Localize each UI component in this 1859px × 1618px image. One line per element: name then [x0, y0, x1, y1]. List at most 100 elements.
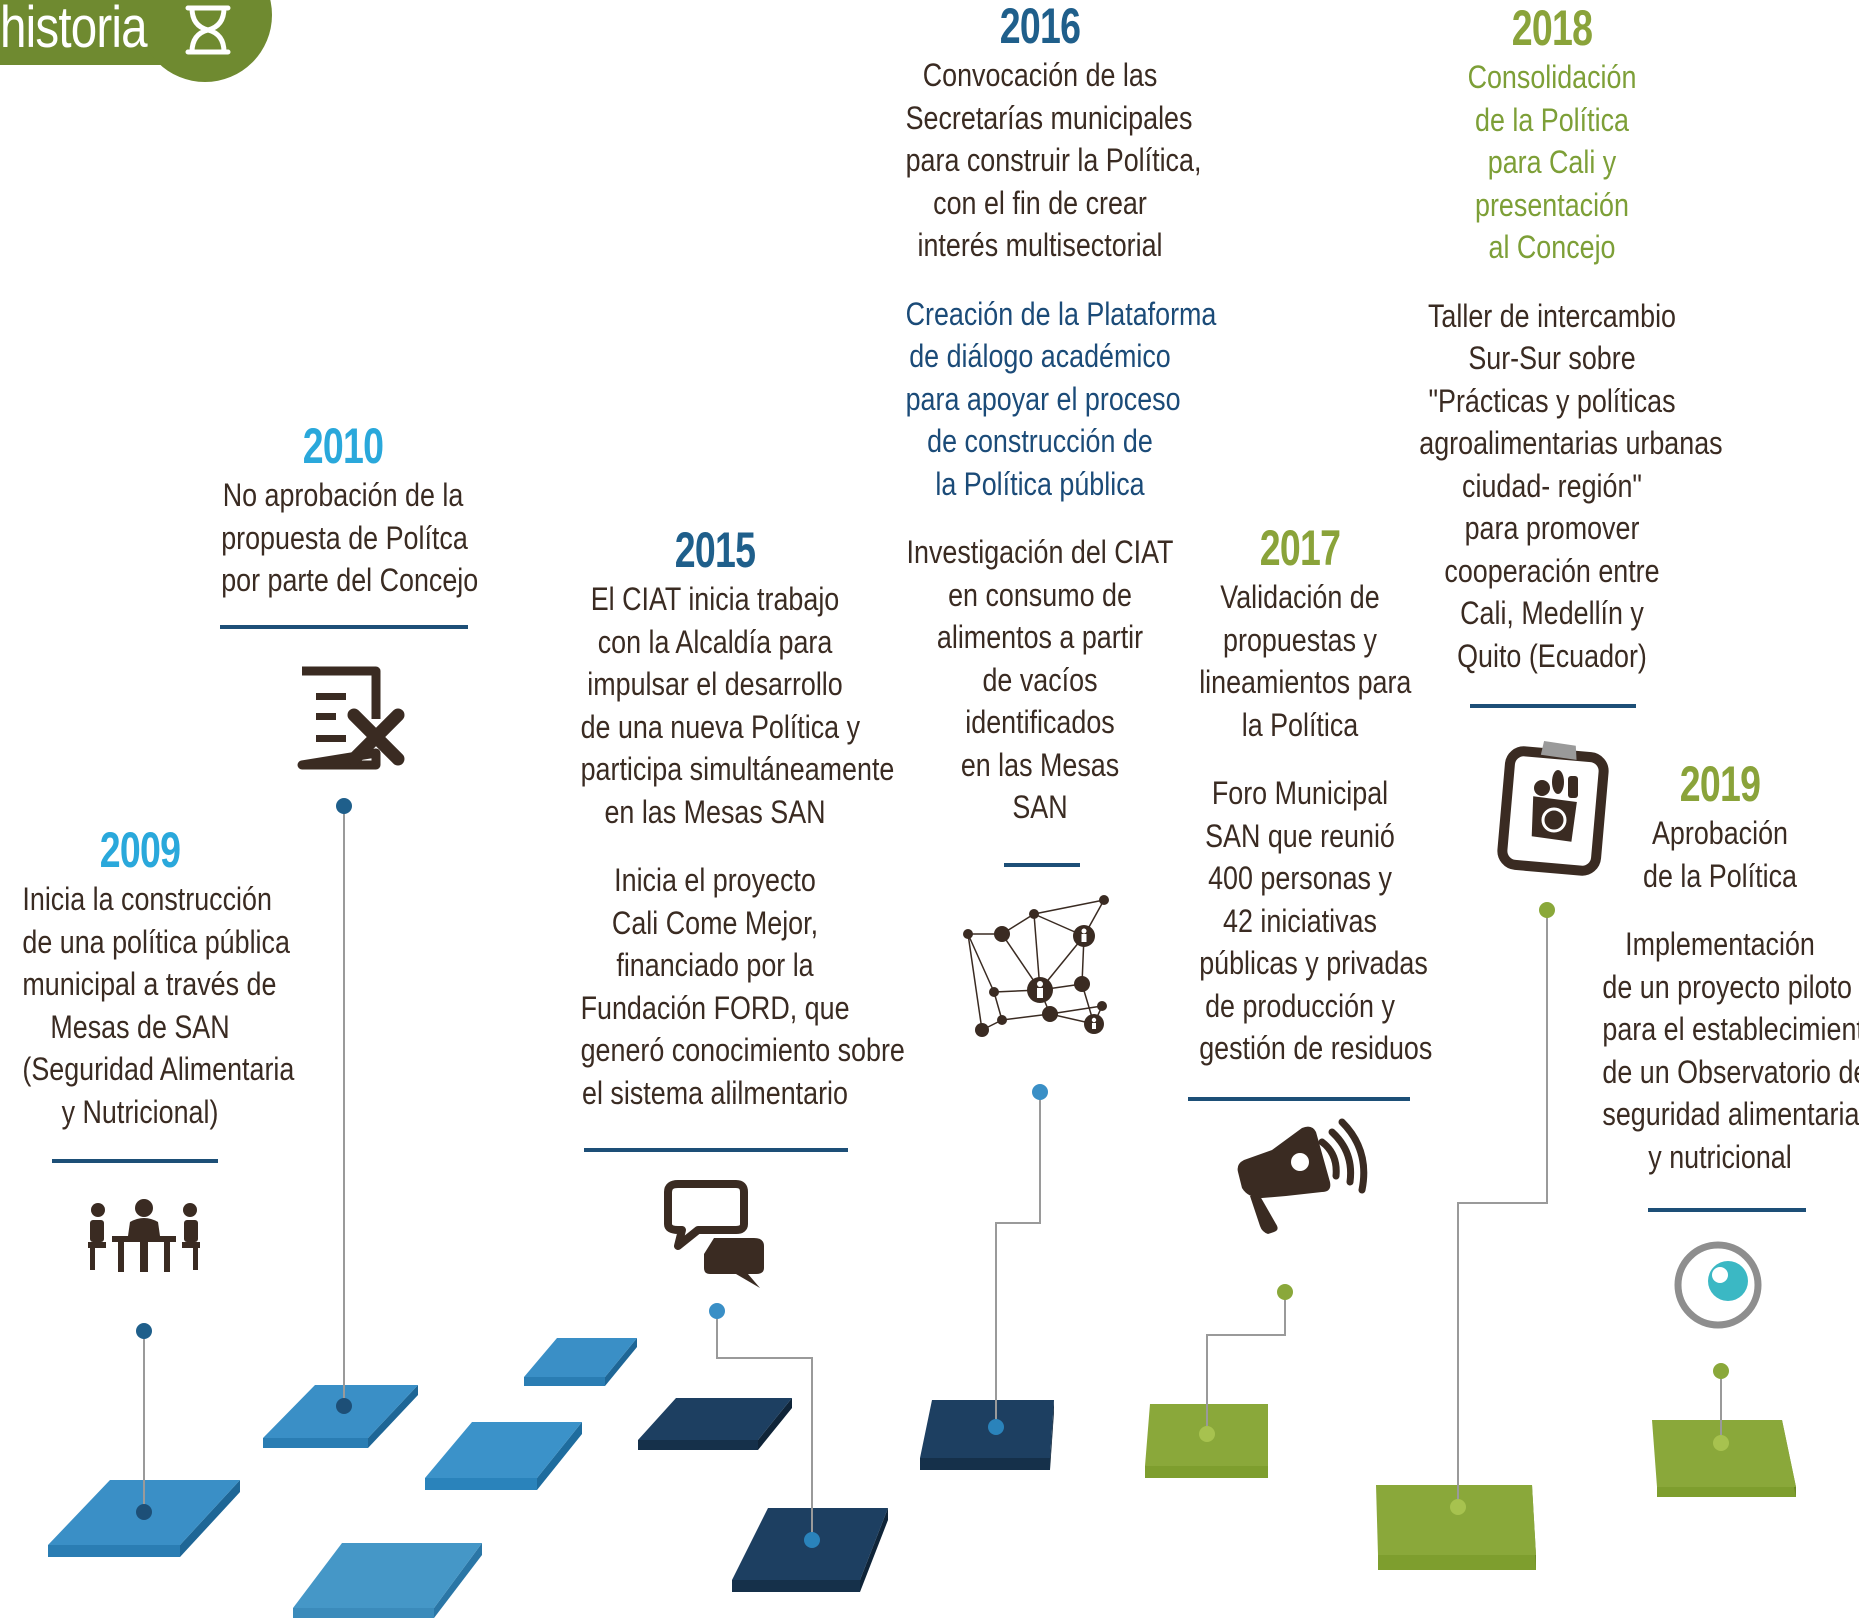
event-text-line: para el establecimiento — [1602, 1011, 1859, 1047]
event-text-line: Implementación — [1625, 926, 1815, 962]
event-text-line: ciudad- región" — [1462, 467, 1642, 504]
tile — [293, 1543, 482, 1618]
event-text-line: y nutricional — [1648, 1138, 1792, 1175]
event-text-line: lineamientos para — [1199, 664, 1412, 700]
event-text-line: propuestas y — [1223, 621, 1377, 658]
event-text-line: No aprobación de la — [222, 477, 464, 513]
event-text-line: seguridad alimentaria — [1602, 1096, 1859, 1132]
event-text-line: Cali Come Mejor, — [611, 904, 819, 941]
underlines — [52, 625, 1806, 1212]
event-text-line: públicas y privadas — [1199, 945, 1428, 981]
year-label: 2015 — [674, 522, 756, 578]
event-text-line: Fundación FORD, que — [580, 989, 850, 1026]
dot-2016-top — [1032, 1084, 1048, 1100]
event-text-line: El CIAT inicia trabajo — [590, 581, 840, 617]
dot-2010-bottom — [336, 1398, 352, 1414]
tile — [263, 1385, 418, 1448]
block-gap — [1580, 897, 1859, 923]
event-text-line: por parte del Concejo — [221, 562, 479, 598]
event-text-line: impulsar el desarrollo — [587, 666, 843, 702]
block-gap — [880, 505, 1200, 531]
event-text-line: identificados — [965, 704, 1115, 740]
hourglass-icon — [185, 5, 231, 55]
event-text-line: al Concejo — [1488, 229, 1616, 265]
event-text-line: Sur-Sur sobre — [1468, 340, 1636, 376]
dot-2015-top — [709, 1303, 725, 1319]
year-label: 2016 — [999, 0, 1081, 54]
event-text-line: participa simultáneamente — [580, 751, 895, 787]
event-text-line: Consolidación — [1467, 59, 1637, 95]
event-text-line: con el fin de crear — [933, 184, 1147, 221]
event-text-line: en las Mesas — [960, 746, 1120, 783]
header-title: historia — [0, 0, 148, 60]
dot-2009-top — [136, 1323, 152, 1339]
event-text-line: 400 personas y — [1208, 860, 1392, 896]
event-text-line: de una nueva Política y — [580, 708, 861, 745]
event-text-line: Convocación de las — [922, 57, 1158, 93]
underline-2015 — [584, 1148, 848, 1152]
event-text-line: la Política pública — [935, 465, 1145, 502]
event-text-line: Aprobación — [1651, 815, 1788, 851]
event-text-line: el sistema alilmentario — [582, 1074, 848, 1111]
event-text-line: Investigación del CIAT — [906, 534, 1174, 570]
event-text-line: alimentos a partir — [936, 619, 1144, 655]
dot-2010-top — [336, 798, 352, 814]
event-text-line: de una política pública — [22, 923, 290, 960]
event-text-line: con la Alcaldía para — [597, 623, 833, 660]
event-text-line: Foro Municipal — [1211, 775, 1389, 811]
connector-2015 — [716, 1311, 813, 1540]
event-text-line: Quito (Ecuador) — [1457, 637, 1647, 674]
underline-2018 — [1470, 704, 1636, 708]
block-gap — [1394, 269, 1710, 295]
event-text-line: de un proyecto piloto — [1602, 968, 1852, 1005]
event-text-line: la Política — [1241, 706, 1359, 743]
top-dots — [136, 798, 1729, 1379]
dot-2009-bottom — [136, 1504, 152, 1520]
event-text-line: y Nutricional) — [61, 1093, 219, 1130]
event-text-line: 42 iniciativas — [1223, 902, 1377, 939]
event-text-line: Taller de intercambio — [1427, 297, 1677, 334]
event-text-line: de construcción de — [927, 423, 1153, 459]
dot-2019-bottom — [1713, 1435, 1729, 1451]
header-circle — [138, 0, 272, 82]
event-text-line: de producción y — [1205, 987, 1395, 1024]
tile — [920, 1400, 1054, 1470]
dot-2016-bottom — [988, 1419, 1004, 1435]
event-text-line: Mesas de SAN — [50, 1008, 230, 1045]
event-text-block: Implementación de un proyecto piloto para … — [1580, 923, 1859, 1178]
event-text-line: generó conocimiento sobre — [580, 1032, 905, 1068]
underline-2009 — [52, 1159, 218, 1163]
event-text-line: Creación de la Plataforma — [905, 295, 1217, 332]
event-text-line: agroalimentarias urbanas — [1419, 425, 1723, 461]
tiles — [48, 1338, 1796, 1618]
year-label: 2019 — [1679, 756, 1761, 812]
event-text-line: en las Mesas SAN — [604, 793, 826, 830]
event-text-line: para apoyar el proceso — [905, 380, 1181, 417]
underline-2017 — [1188, 1097, 1410, 1101]
tile — [425, 1422, 582, 1490]
document-reject-icon — [297, 666, 405, 770]
meeting-table-icon — [88, 1199, 200, 1272]
dot-2018-top — [1539, 902, 1555, 918]
tile — [732, 1508, 888, 1592]
dot-2015-bottom — [804, 1532, 820, 1548]
event-text-line: presentación — [1475, 186, 1629, 223]
event-text-line: cooperación entre — [1444, 552, 1660, 589]
event-text-line: interés multisectorial — [917, 227, 1163, 263]
tile — [1652, 1420, 1796, 1497]
